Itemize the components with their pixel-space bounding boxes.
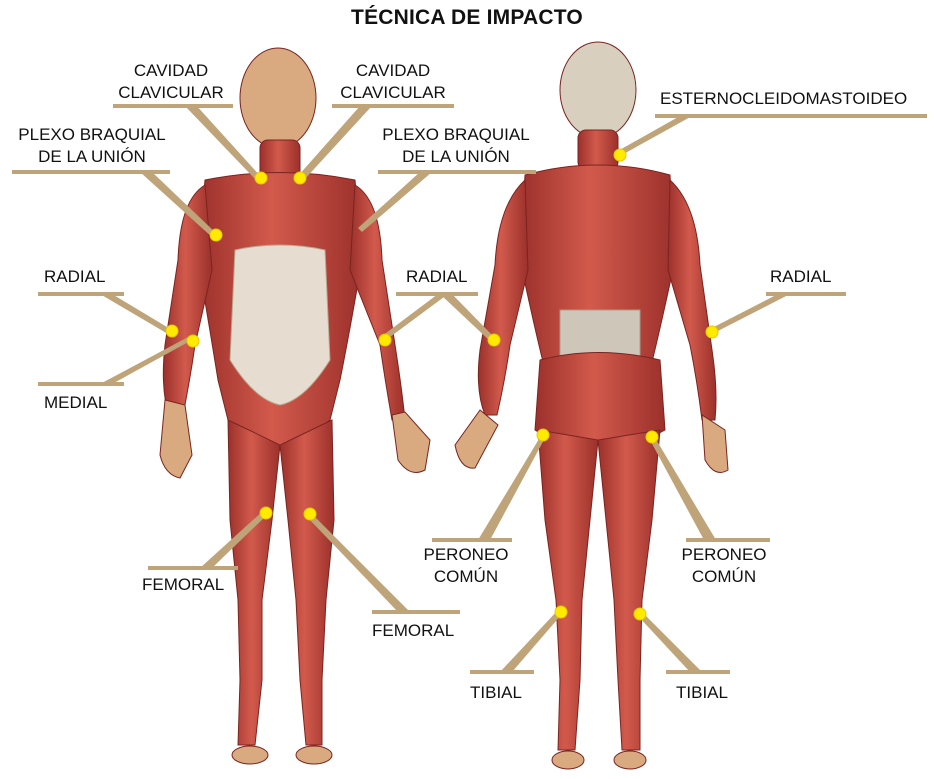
front-arm-right [350, 185, 405, 420]
label-tibial-left: TIBIAL [470, 682, 522, 704]
front-forearm-left [160, 400, 192, 478]
back-arm-left [478, 180, 528, 415]
back-head [560, 42, 636, 138]
front-foot-right [296, 746, 332, 764]
back-neck [578, 130, 618, 170]
point-radial-front-right [379, 334, 391, 346]
back-hand-right [702, 415, 728, 472]
point-medial [187, 335, 199, 347]
point-radial-back-right [706, 326, 718, 338]
front-arm-left [163, 185, 212, 420]
front-head [240, 48, 316, 148]
label-radial-back-right: RADIAL [770, 266, 831, 288]
point-peroneo-right [646, 431, 658, 443]
label-femoral-right: FEMORAL [372, 620, 454, 642]
point-cavidad-left [255, 172, 267, 184]
label-radial-center: RADIAL [406, 266, 467, 288]
point-radial-back-left [488, 334, 500, 346]
label-radial-front-left: RADIAL [44, 266, 105, 288]
point-plexo-left [210, 229, 222, 241]
label-femoral-left: FEMORAL [142, 574, 224, 596]
back-foot-left [552, 751, 584, 769]
label-cavidad-clavicular-left: CAVIDAD CLAVICULAR [106, 60, 236, 104]
front-abdomen [230, 245, 330, 405]
label-cavidad-clavicular-right: CAVIDAD CLAVICULAR [328, 60, 458, 104]
point-peroneo-left [537, 429, 549, 441]
label-peroneo-comun-right: PERONEO COMÚN [676, 544, 772, 588]
back-glutes [535, 353, 665, 444]
point-femoral-left [260, 507, 272, 519]
back-arm-right [668, 180, 716, 420]
label-tibial-right: TIBIAL [676, 682, 728, 704]
point-tibial-left [555, 606, 567, 618]
back-hand-left [455, 410, 498, 468]
point-cavidad-right [294, 172, 306, 184]
label-medial: MEDIAL [44, 392, 107, 414]
label-esternocleidomastoideo: ESTERNOCLEIDOMASTOIDEO [660, 88, 907, 110]
front-leg-right [280, 420, 334, 745]
point-femoral-right [304, 508, 316, 520]
label-plexo-braquial-left: PLEXO BRAQUIAL DE LA UNIÓN [8, 124, 176, 168]
front-foot-left [232, 746, 268, 764]
label-plexo-braquial-right: PLEXO BRAQUIAL DE LA UNIÓN [372, 124, 540, 168]
point-radial-front-left [166, 325, 178, 337]
label-peroneo-comun-left: PERONEO COMÚN [418, 544, 514, 588]
front-hand-right [392, 412, 430, 472]
point-tibial-right [634, 608, 646, 620]
back-foot-right [614, 751, 646, 769]
back-leg-left [538, 430, 598, 750]
back-leg-right [598, 430, 660, 750]
point-esterno [614, 149, 626, 161]
front-leg-left [228, 420, 280, 745]
